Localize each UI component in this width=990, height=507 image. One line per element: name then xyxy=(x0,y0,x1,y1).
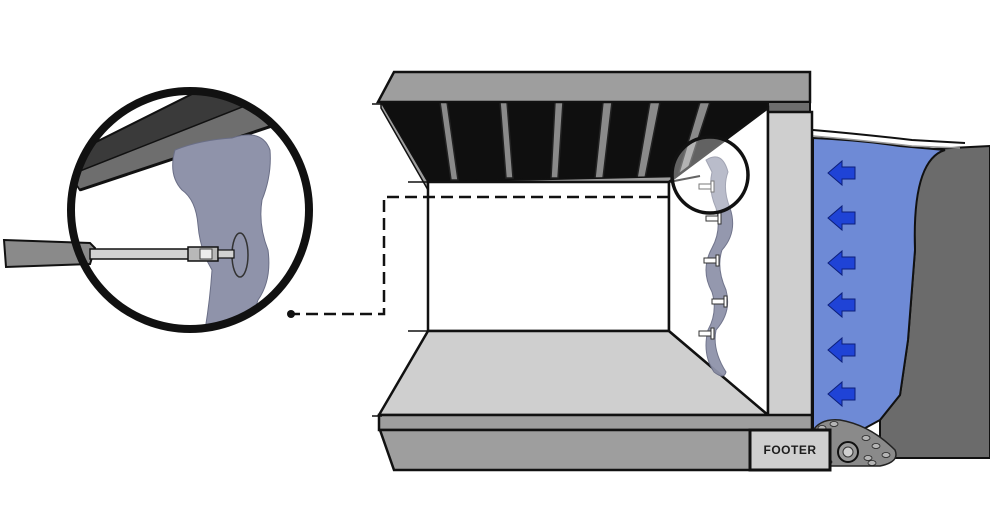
upper-floor-edge xyxy=(767,101,811,113)
detail-magnifier-ring xyxy=(670,135,750,215)
upper-floor-slab xyxy=(375,70,812,104)
basement-cross-section: FOOTER xyxy=(372,70,832,472)
dimension-ticks xyxy=(372,103,428,417)
footer-block xyxy=(748,428,832,472)
back-wall xyxy=(426,180,671,333)
footer-label: FOOTER xyxy=(764,443,817,457)
detail-crack-seal xyxy=(172,134,271,329)
drain-pipe-icon xyxy=(837,441,859,463)
foundation-wall xyxy=(766,110,814,432)
water-pressure-arrow-icon xyxy=(827,291,856,319)
injection-port-icon xyxy=(711,295,728,308)
callout-connector xyxy=(287,195,669,318)
water-pressure-arrow-icon xyxy=(827,336,856,364)
water-pressure-arrow-icon xyxy=(827,249,856,277)
injection-port-icon xyxy=(698,180,715,193)
water-pressure-arrow-icon xyxy=(827,380,856,408)
water-pressure-arrow-icon xyxy=(827,204,856,232)
injection-port-icon xyxy=(703,254,720,267)
water-pressure-arrow-icon xyxy=(827,159,856,187)
zoomed-detail-ring xyxy=(67,87,313,333)
lower-slab xyxy=(378,428,752,472)
floor-slab-edge xyxy=(377,413,814,432)
water-pressure-arrows xyxy=(827,159,856,408)
injection-port-icon xyxy=(698,327,715,340)
zoomed-detail-view xyxy=(2,87,313,333)
injection-ports xyxy=(698,180,728,340)
